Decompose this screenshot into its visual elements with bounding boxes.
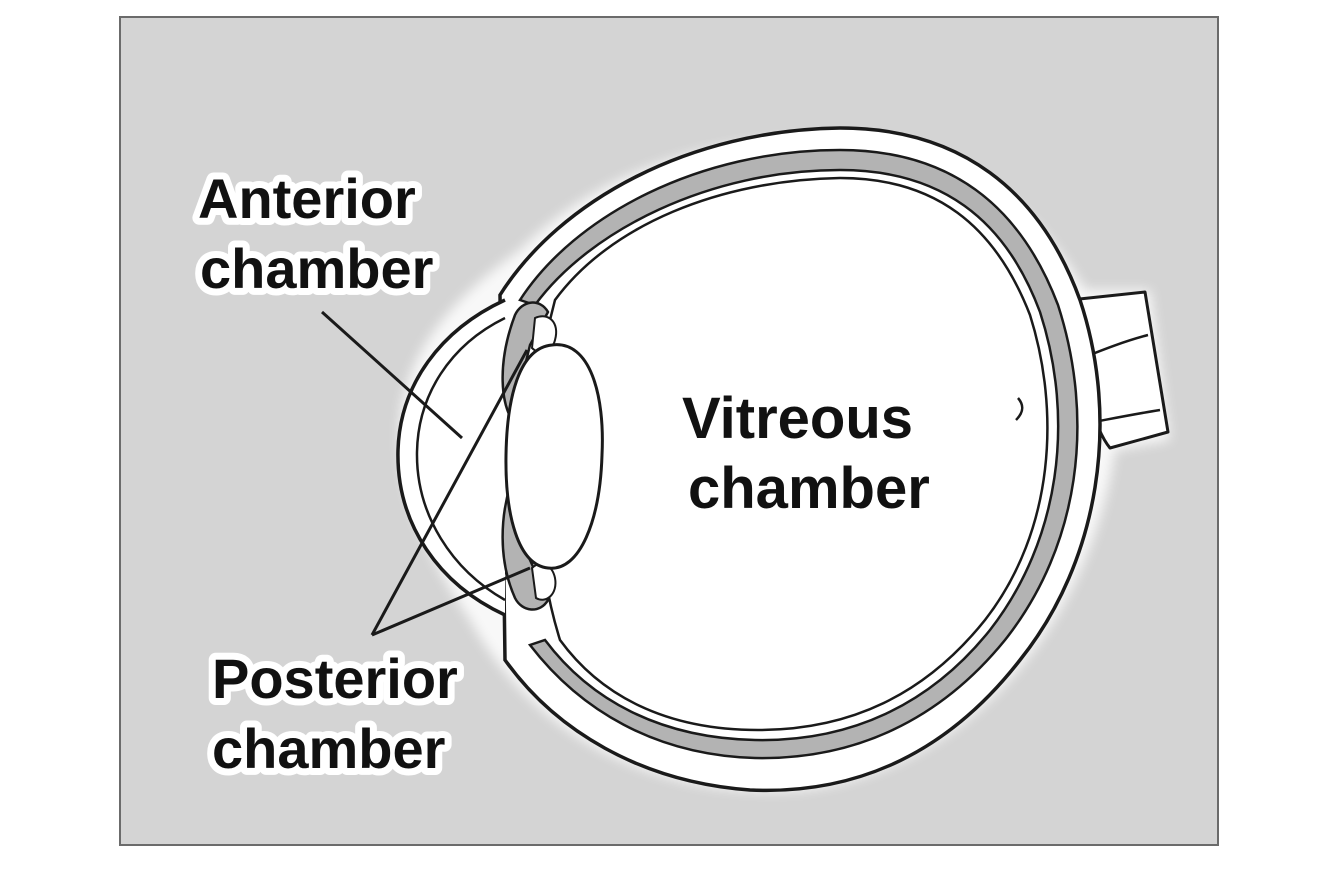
- vitreous-chamber-label-line1: Vitreous: [682, 386, 913, 451]
- posterior-leader-line-upper: [370, 349, 529, 636]
- posterior-chamber-label-line2: chamber: [212, 717, 445, 780]
- choroid-layer: [518, 148, 1079, 760]
- posterior-chamber-label-line1: Posterior: [212, 647, 458, 710]
- lens: [504, 343, 604, 570]
- vitreous-chamber-label-line2: chamber: [688, 456, 930, 521]
- posterior-leader-line-lower: [371, 566, 531, 637]
- cornea-inner: [415, 316, 506, 602]
- vitreous-body: [535, 176, 1049, 732]
- anterior-chamber-label-line2: chamber: [200, 237, 433, 300]
- anterior-leader-line: [320, 310, 464, 440]
- optic-disc: [1015, 397, 1024, 421]
- anterior-chamber-label-line1: Anterior: [198, 167, 416, 230]
